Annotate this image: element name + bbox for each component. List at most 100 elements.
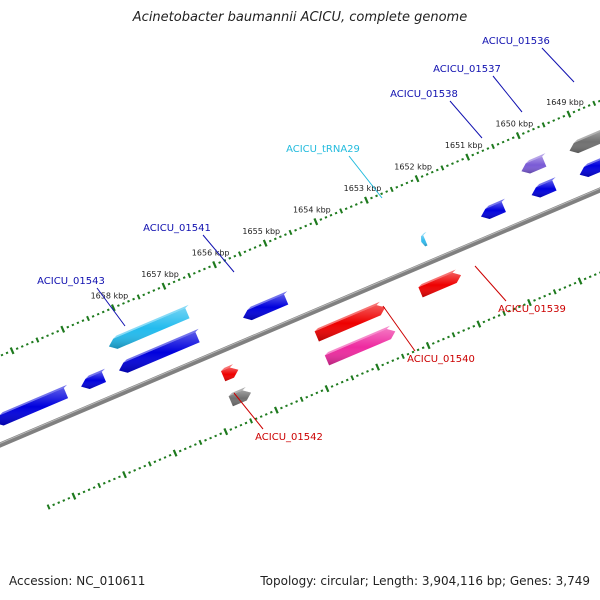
gene-arrow-feature-10[interactable] (220, 364, 239, 382)
ruler-tick-reverse (375, 363, 380, 371)
ruler-tick-reverse (487, 318, 491, 322)
tick-label: 1655 kbp (242, 227, 280, 236)
gene-arrow-acicu-01539[interactable] (418, 269, 462, 298)
ruler-tick-forward (359, 200, 363, 204)
gene-label-acicu-01538[interactable]: ACICU_01538 (390, 89, 458, 100)
ruler-tick-reverse (71, 492, 77, 500)
ruler-tick-reverse (102, 481, 106, 485)
ruler-tick-reverse (563, 286, 567, 289)
gene-arrow-feature-7[interactable] (314, 301, 386, 342)
gene-arrow-shading (228, 390, 252, 407)
ruler-tick-forward (506, 138, 510, 142)
ruler-tick-forward (278, 235, 282, 239)
gene-label-acicu-01539[interactable]: ACICU_01539 (498, 304, 566, 315)
ruler-tick-forward (243, 250, 247, 254)
ruler-tick-forward (380, 192, 384, 196)
ruler-tick-forward (218, 261, 222, 264)
ruler-tick-reverse (324, 384, 330, 393)
ruler-tick-forward (425, 173, 429, 176)
gene-label-acicu-01541[interactable]: ACICU_01541 (143, 223, 211, 234)
ruler-tick-reverse (153, 460, 157, 464)
ruler-tick-reverse (172, 449, 178, 457)
gene-arrow-acicu-01542[interactable] (228, 387, 252, 407)
ruler-tick-reverse (482, 320, 486, 324)
ruler-tick-forward (258, 243, 262, 247)
ruler-tick-reverse (244, 421, 248, 425)
ruler-tick-reverse (497, 314, 501, 317)
ruler-tick-forward (91, 314, 95, 318)
gene-label-acicu-01540[interactable]: ACICU_01540 (407, 354, 475, 365)
ruler-tick-reverse (577, 277, 583, 285)
leader-line-acicu-trna29 (348, 155, 383, 199)
ruler-tick-forward (446, 164, 449, 168)
ruler-tick-forward (582, 106, 586, 110)
ruler-tick-reverse (188, 445, 192, 449)
gene-arrow-acicu-01540[interactable] (324, 325, 396, 366)
gene-label-acicu-trna29[interactable]: ACICU_tRNA29 (286, 144, 360, 155)
gene-arrow-shading (81, 371, 107, 389)
ruler-tick-reverse (234, 425, 238, 429)
gene-arrow-feature-14[interactable] (81, 368, 107, 389)
ruler-tick-forward (237, 251, 242, 257)
ruler-tick-forward (532, 127, 535, 131)
ruler-tick-reverse (112, 477, 116, 481)
ruler-tick-forward (491, 143, 495, 150)
ruler-tick-forward (51, 332, 55, 335)
gene-arrow-feature-2[interactable] (579, 151, 600, 178)
ruler-tick-forward (405, 181, 409, 185)
ruler-tick-forward (5, 351, 9, 355)
gene-arrow-acicu-01537[interactable] (521, 153, 547, 174)
gene-label-acicu-01543[interactable]: ACICU_01543 (37, 276, 105, 287)
gene-arrow-bevel (85, 368, 106, 379)
ruler-tick-forward (86, 315, 90, 322)
ruler-tick-forward (339, 208, 344, 214)
gene-arrow-shading (481, 201, 506, 219)
ruler-tick-reverse (315, 391, 319, 395)
gene-arrow-feature-3[interactable] (531, 177, 557, 198)
ruler-tick-forward (35, 337, 40, 343)
gene-label-acicu-01536[interactable]: ACICU_01536 (482, 36, 550, 47)
ruler-tick-forward (233, 254, 237, 258)
ruler-tick-forward (566, 110, 572, 118)
genome-summary-text: Topology: circular; Length: 3,904,116 bp… (260, 574, 590, 588)
gene-arrow-acicu-01541[interactable] (243, 291, 289, 321)
genome-backbone-highlight (0, 187, 600, 444)
gene-arrow-bevel (0, 384, 68, 416)
ruler-tick-forward (71, 323, 75, 327)
ruler-tick-forward (288, 229, 293, 236)
ruler-tick-reverse (52, 503, 56, 507)
tick-label: 1654 kbp (293, 205, 331, 214)
ruler-tick-reverse (558, 288, 562, 291)
ruler-tick-reverse (533, 299, 536, 302)
ruler-tick-forward (400, 183, 404, 187)
ruler-tick-forward (192, 271, 196, 275)
ruler-tick-reverse (62, 499, 66, 502)
ruler-tick-reverse (447, 335, 450, 339)
ruler-tick-forward (319, 218, 323, 221)
ruler-tick-forward (268, 239, 272, 243)
ruler-tick-forward (309, 222, 313, 226)
gene-arrow-acicu-trna29[interactable] (420, 231, 428, 247)
gene-label-acicu-01542[interactable]: ACICU_01542 (255, 432, 323, 443)
gene-arrow-shading (119, 332, 200, 373)
ruler-tick-reverse (476, 320, 482, 328)
gene-arrow-acicu-01538[interactable] (481, 198, 506, 219)
gene-arrow-shading (243, 294, 289, 321)
ruler-tick-forward (136, 294, 141, 300)
ruler-tick-forward (25, 342, 29, 346)
ruler-tick-forward (132, 297, 135, 301)
gene-arrow-acicu-01543[interactable] (108, 304, 190, 349)
gene-arrow-bevel (584, 158, 600, 167)
gene-arrow-acicu-01536[interactable] (569, 127, 600, 154)
ruler-tick-reverse (249, 418, 253, 424)
ruler-tick-forward (101, 310, 105, 314)
ruler-tick-reverse (219, 432, 223, 436)
gene-arrow-bevel (113, 304, 189, 339)
gene-arrow-feature-12[interactable] (119, 328, 200, 373)
gene-arrow-feature-15[interactable] (0, 384, 69, 426)
ruler-tick-reverse (214, 434, 218, 438)
tick-label: 1650 kbp (496, 119, 534, 128)
ruler-tick-forward (354, 203, 358, 206)
gene-label-acicu-01537[interactable]: ACICU_01537 (433, 64, 501, 75)
